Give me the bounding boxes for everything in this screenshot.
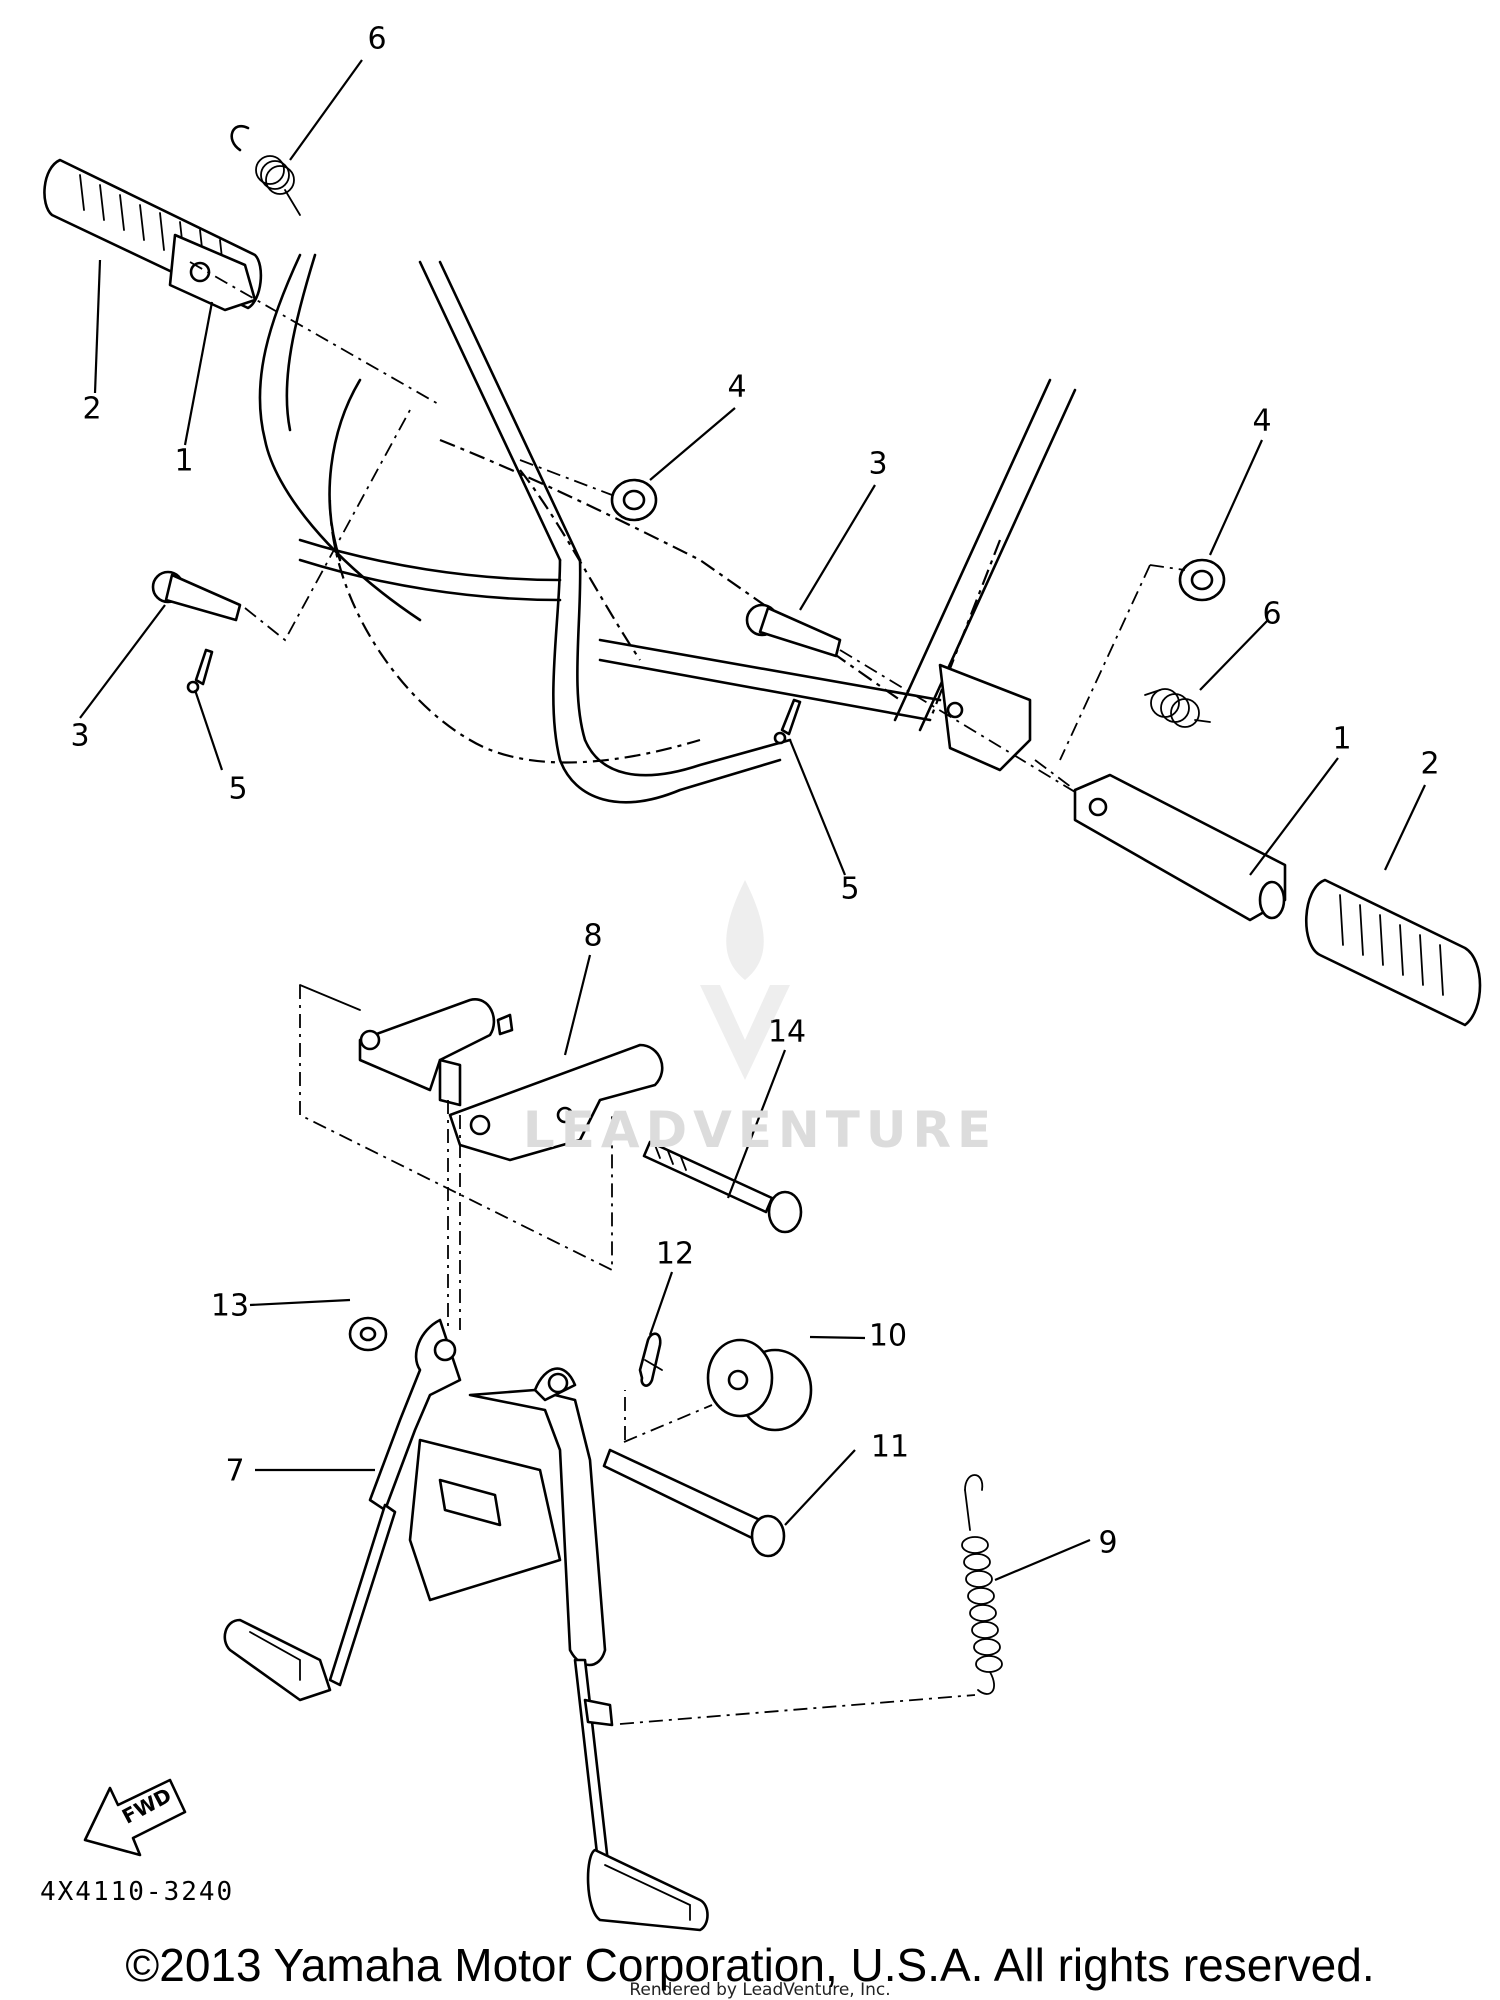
stand-bracket — [358, 998, 664, 1162]
callout-14: 14 — [768, 1015, 806, 1050]
footrest-rubber-right — [1304, 878, 1482, 1027]
washer-left — [610, 478, 658, 522]
main-stand — [223, 1318, 709, 1932]
mounting-plane — [299, 984, 613, 1272]
footrest-pin-right — [745, 603, 842, 658]
stand-pivot-shaft — [602, 1448, 786, 1558]
callout-6-right: 6 — [1262, 597, 1281, 632]
fwd-arrow: FWD — [83, 1778, 187, 1857]
callout-4-right: 4 — [1252, 404, 1271, 439]
stand-nut — [348, 1316, 388, 1352]
callout-2-left: 2 — [82, 392, 101, 427]
callout-10: 10 — [869, 1319, 907, 1354]
footrest-bracket-frame-right — [938, 663, 1032, 772]
callout-4-left: 4 — [727, 370, 746, 405]
callout-13: 13 — [211, 1289, 249, 1324]
callout-labels: 6 2 1 4 3 3 5 4 6 1 2 5 8 14 12 13 10 7 … — [70, 22, 1439, 1561]
footrest-bracket-left — [168, 233, 257, 312]
callout-3-right: 3 — [868, 447, 887, 482]
callout-9: 9 — [1098, 1526, 1117, 1561]
stand-clip — [638, 1332, 663, 1387]
callout-3-left: 3 — [70, 719, 89, 754]
cotter-pin-right — [773, 698, 802, 745]
callout-7: 7 — [225, 1454, 244, 1489]
callout-5-left: 5 — [228, 772, 247, 807]
callout-1-left: 1 — [174, 444, 193, 479]
cotter-pin-left — [186, 648, 214, 694]
callout-5-right: 5 — [840, 872, 859, 907]
footrest-spring-right — [1144, 688, 1211, 728]
callout-6-left: 6 — [367, 22, 386, 57]
callout-11: 11 — [871, 1430, 909, 1465]
copyright-notice: ©2013 Yamaha Motor Corporation, U.S.A. A… — [125, 1939, 1375, 1991]
callout-8: 8 — [583, 919, 602, 954]
footrest-spring-left — [230, 124, 301, 216]
callout-1-right: 1 — [1332, 722, 1351, 757]
stand-stopper — [706, 1338, 813, 1432]
stand-return-spring — [961, 1474, 1003, 1695]
leader-lines — [79, 59, 1426, 1582]
washer-right — [1178, 558, 1226, 602]
diagram-code: 4X4110-3240 — [40, 1877, 235, 1907]
footrest-bracket-right — [1073, 773, 1287, 922]
callout-2-right: 2 — [1420, 747, 1439, 782]
footrest-pin-left — [151, 570, 242, 622]
stand-bolt — [642, 1140, 803, 1234]
callout-12: 12 — [656, 1237, 694, 1272]
frame-tubes — [258, 253, 1077, 804]
rendered-by-note: Rendered by LeadVenture, Inc. — [629, 1980, 890, 2000]
